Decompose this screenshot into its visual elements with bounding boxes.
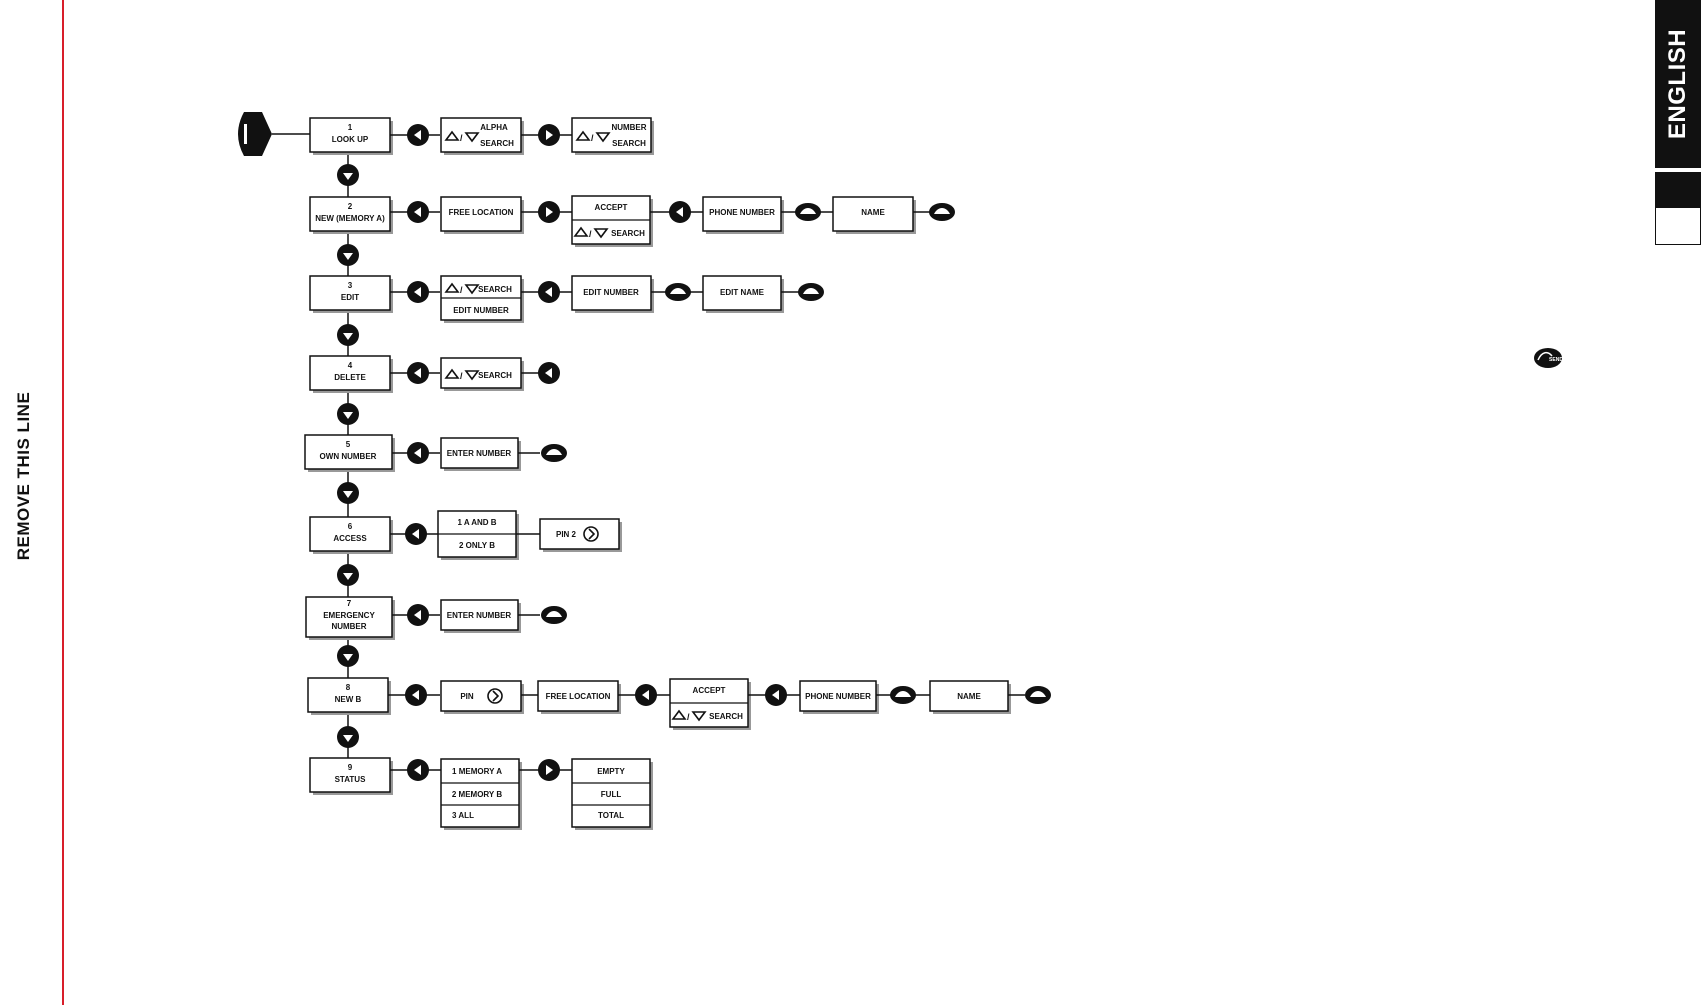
menu-item-number: 2 bbox=[348, 202, 353, 211]
box-empty: EMPTY bbox=[597, 767, 625, 776]
menu-item-label: NEW B bbox=[335, 695, 362, 704]
box-name: NAME bbox=[861, 208, 885, 217]
row-access: 6 ACCESS 1 A AND B 2 ONLY B PIN 2 bbox=[309, 510, 622, 560]
box-free-location: FREE LOCATION bbox=[449, 208, 514, 217]
menu-item-number: 1 bbox=[348, 123, 353, 132]
box-memory-a: 1 MEMORY A bbox=[452, 767, 502, 776]
box-pin: PIN bbox=[460, 692, 474, 701]
box-access-only-b: 2 ONLY B bbox=[459, 541, 495, 550]
row-delete: 4 DELETE SEARCH bbox=[309, 355, 560, 393]
menu-item-number: 4 bbox=[348, 361, 353, 370]
box-accept: ACCEPT bbox=[693, 686, 726, 695]
box-search: SEARCH bbox=[478, 371, 512, 380]
box-edit-name: EDIT NAME bbox=[720, 288, 765, 297]
row-look-up: 1 LOOK UP ALPHA SEARCH NUMBER SEARCH bbox=[309, 117, 654, 155]
box-accept: ACCEPT bbox=[595, 203, 628, 212]
box-pin-2: PIN 2 bbox=[556, 530, 577, 539]
box-search: SEARCH bbox=[478, 285, 512, 294]
box-search: SEARCH bbox=[612, 139, 646, 148]
menu-item-number: 8 bbox=[346, 683, 351, 692]
row-emergency-number: 7 EMERGENCY NUMBER ENTER NUMBER bbox=[305, 596, 567, 640]
box-enter-number: ENTER NUMBER bbox=[447, 449, 512, 458]
box-free-location: FREE LOCATION bbox=[546, 692, 611, 701]
menu-start-key bbox=[238, 112, 310, 156]
box-full: FULL bbox=[601, 790, 622, 799]
send-key-icon: SEND bbox=[1534, 348, 1563, 368]
box-phone-number: PHONE NUMBER bbox=[709, 208, 775, 217]
remove-line bbox=[62, 0, 64, 1005]
box-search: SEARCH bbox=[709, 712, 743, 721]
menu-item-label: EMERGENCY bbox=[323, 611, 375, 620]
row-own-number: 5 OWN NUMBER ENTER NUMBER bbox=[304, 434, 567, 472]
send-key-label: SEND bbox=[1549, 357, 1563, 363]
menu-item-label: NEW (MEMORY A) bbox=[315, 214, 385, 223]
box-all: 3 ALL bbox=[452, 811, 474, 820]
row-new-b: 8 NEW B PIN FREE LOCATION ACCEPT SEARCH … bbox=[307, 677, 1051, 730]
menu-item-number: 7 bbox=[347, 599, 352, 608]
row-new-memory-a: 2 NEW (MEMORY A) FREE LOCATION ACCEPT SE… bbox=[309, 195, 955, 247]
menu-item-label-line2: NUMBER bbox=[331, 622, 366, 631]
menu-item-label: STATUS bbox=[335, 775, 366, 784]
language-tab-marker bbox=[1655, 172, 1701, 208]
menu-item-number: 9 bbox=[348, 763, 353, 772]
box-search: SEARCH bbox=[611, 229, 645, 238]
menu-item-label: EDIT bbox=[341, 293, 359, 302]
box-enter-number: ENTER NUMBER bbox=[447, 611, 512, 620]
menu-item-number: 6 bbox=[348, 522, 353, 531]
box-search: SEARCH bbox=[480, 139, 514, 148]
box-memory-b: 2 MEMORY B bbox=[452, 790, 502, 799]
language-tab-empty-box bbox=[1655, 208, 1701, 245]
row-edit: 3 EDIT SEARCH EDIT NUMBER EDIT NUMBER ED… bbox=[309, 275, 824, 323]
box-access-a-and-b: 1 A AND B bbox=[457, 518, 496, 527]
box-edit-number: EDIT NUMBER bbox=[453, 306, 509, 315]
menu-item-label: LOOK UP bbox=[332, 135, 369, 144]
menu-item-label: OWN NUMBER bbox=[320, 452, 377, 461]
box-total: TOTAL bbox=[598, 811, 624, 820]
language-tab bbox=[1655, 0, 1701, 168]
box-number: NUMBER bbox=[611, 123, 646, 132]
menu-item-label: ACCESS bbox=[333, 534, 367, 543]
box-edit-number: EDIT NUMBER bbox=[583, 288, 639, 297]
box-name: NAME bbox=[957, 692, 981, 701]
row-status: 9 STATUS 1 MEMORY A 2 MEMORY B 3 ALL EMP… bbox=[309, 757, 653, 830]
box-alpha: ALPHA bbox=[480, 123, 508, 132]
menu-item-label: DELETE bbox=[334, 373, 366, 382]
menu-item-number: 5 bbox=[346, 440, 351, 449]
menu-item-number: 3 bbox=[348, 281, 353, 290]
box-phone-number: PHONE NUMBER bbox=[805, 692, 871, 701]
